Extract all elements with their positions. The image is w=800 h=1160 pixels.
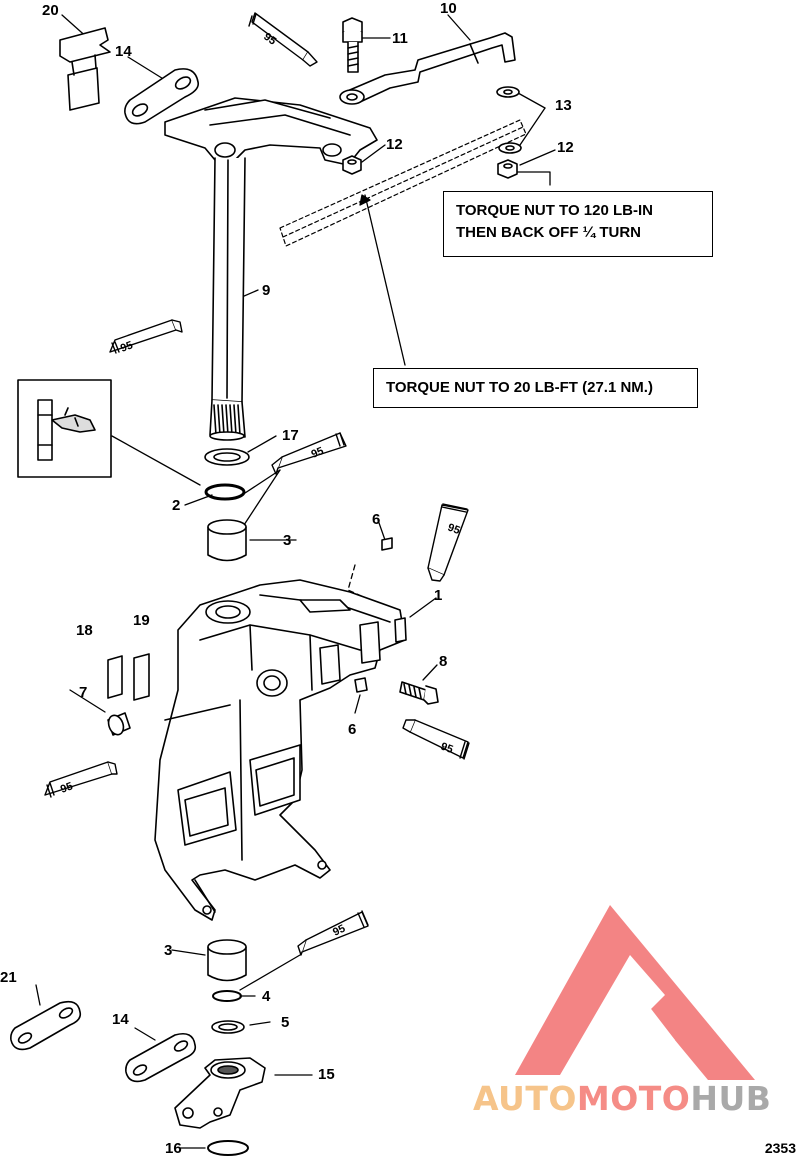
hidden-steering-link bbox=[279, 119, 527, 247]
callout-7: 7 bbox=[79, 684, 88, 701]
parts-4-5-rings bbox=[211, 990, 245, 1034]
watermark-hub: HUB bbox=[690, 1079, 772, 1118]
lube-label: 95 bbox=[59, 780, 75, 795]
part-8-bolt bbox=[399, 681, 439, 705]
callout-8: 8 bbox=[439, 653, 448, 670]
part-13-washers bbox=[496, 86, 522, 154]
note-line: THEN BACK OFF ¼ TURN bbox=[456, 223, 641, 241]
callout-16: 16 bbox=[165, 1140, 182, 1157]
callout-18: 18 bbox=[76, 622, 93, 639]
torque-note-120-lb-in: TORQUE NUT TO 120 LB-IN THEN BACK OFF ¼ … bbox=[443, 191, 713, 257]
callout-9: 9 bbox=[262, 282, 271, 299]
part-15-yoke bbox=[174, 1057, 266, 1129]
callout-21: 21 bbox=[0, 969, 17, 986]
watermark-moto: MOTO bbox=[576, 1079, 691, 1118]
callout-17: 17 bbox=[282, 427, 299, 444]
part-3-bushing-top bbox=[207, 519, 247, 562]
callout-6-bottom: 6 bbox=[348, 721, 357, 738]
callout-5: 5 bbox=[281, 1014, 290, 1031]
callout-19: 19 bbox=[133, 612, 150, 629]
part-16-retaining-ring bbox=[207, 1140, 249, 1156]
lube-tube-7 bbox=[297, 910, 369, 956]
part-7-bushing bbox=[107, 712, 131, 736]
lube-label: 95 bbox=[310, 445, 326, 461]
note-line: TORQUE NUT TO 20 LB-FT (27.1 NM.) bbox=[386, 379, 653, 396]
part-14-gasket-top bbox=[124, 68, 200, 125]
lube-label: 95 bbox=[261, 31, 278, 48]
lube-tube-1 bbox=[248, 12, 318, 67]
callout-14-bottom: 14 bbox=[112, 1011, 129, 1028]
lube-tube-4 bbox=[427, 503, 469, 582]
callout-14-top: 14 bbox=[115, 43, 132, 60]
detail-inset bbox=[17, 379, 112, 478]
lube-tube-3 bbox=[271, 432, 347, 475]
part-2-oring bbox=[204, 483, 246, 501]
callout-15: 15 bbox=[318, 1066, 335, 1083]
lube-label: 95 bbox=[439, 741, 455, 756]
part-17-washer bbox=[204, 448, 250, 466]
callout-11: 11 bbox=[392, 30, 408, 47]
note-line: TORQUE NUT TO 120 LB-IN bbox=[456, 202, 653, 219]
lubricant-tubes bbox=[44, 12, 470, 956]
lube-label: 95 bbox=[446, 522, 462, 537]
lube-tube-5 bbox=[402, 719, 470, 760]
part-11-bolt bbox=[342, 17, 363, 73]
callout-6-top: 6 bbox=[372, 511, 381, 528]
part-21-gasket bbox=[10, 1000, 82, 1051]
part-6-fittings bbox=[354, 537, 393, 693]
callout-10: 10 bbox=[440, 0, 457, 17]
automotohub-logo bbox=[515, 905, 755, 1080]
part-1-swivel-bracket bbox=[154, 579, 407, 921]
torque-note-20-lb-ft: TORQUE NUT TO 20 LB-FT (27.1 NM.) bbox=[373, 368, 698, 408]
callout-12-left: 12 bbox=[386, 136, 403, 153]
callout-20: 20 bbox=[42, 2, 59, 19]
lube-label: 95 bbox=[331, 923, 347, 939]
figure-number: 2353 bbox=[764, 1140, 796, 1156]
callout-4: 4 bbox=[262, 988, 271, 1005]
watermark-auto: AUTO bbox=[473, 1079, 577, 1118]
callout-1: 1 bbox=[434, 587, 443, 604]
part-3-bushing-bottom bbox=[207, 939, 247, 982]
part-9-steering-arm bbox=[164, 97, 378, 441]
logo-triangle bbox=[515, 905, 755, 1080]
leader-lines bbox=[35, 14, 556, 1149]
callout-3-top: 3 bbox=[283, 532, 292, 549]
watermark-text: AUTOMOTOHUB bbox=[473, 1079, 771, 1118]
part-10-link-rod bbox=[339, 32, 516, 105]
callout-2: 2 bbox=[172, 497, 181, 514]
lube-tube-2 bbox=[109, 319, 183, 354]
callout-12-right: 12 bbox=[557, 139, 574, 156]
lube-tube-6 bbox=[44, 761, 118, 798]
callout-13: 13 bbox=[555, 97, 572, 114]
part-12-nuts bbox=[342, 155, 518, 179]
part-14-gasket-bottom bbox=[125, 1032, 197, 1083]
part-20-clip bbox=[59, 27, 111, 111]
callout-3-bottom: 3 bbox=[164, 942, 173, 959]
lube-label: 95 bbox=[119, 339, 135, 354]
parts-18-19-shims bbox=[107, 653, 150, 701]
